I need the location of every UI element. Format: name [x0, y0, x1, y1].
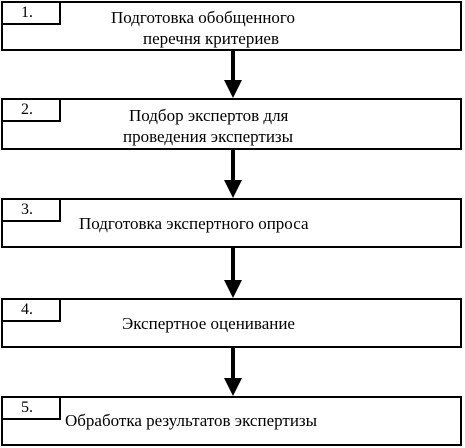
- step-2-line2: проведения экспертизы: [123, 127, 294, 146]
- step-2-line1: Подбор экспертов для: [129, 106, 289, 125]
- step-1-box: 1. Подготовка обобщенного перечня критер…: [1, 1, 462, 51]
- arrow-4-5: [224, 348, 242, 396]
- step-2-box: 2. Подбор экспертов для проведения экспе…: [1, 98, 462, 150]
- step-4-box: 4. Экспертное оценивание: [1, 298, 462, 348]
- step-5-box: 5. Обработка результатов экспертизы: [1, 396, 462, 446]
- step-3-line1: Подготовка экспертного опроса: [79, 214, 309, 233]
- step-3-number: 3.: [3, 200, 61, 222]
- step-2-text: Подбор экспертов для проведения эксперти…: [113, 105, 373, 147]
- step-2-number: 2.: [3, 100, 61, 122]
- arrow-1-2: [224, 51, 242, 98]
- arrow-3-4: [224, 248, 242, 298]
- step-1-line1: Подготовка обобщенного: [111, 8, 295, 27]
- step-1-line2: перечня критериев: [143, 29, 279, 48]
- step-3-box: 3. Подготовка экспертного опроса: [1, 198, 462, 248]
- step-5-number: 5.: [3, 398, 61, 420]
- step-5-line1: Обработка результатов экспертизы: [65, 411, 318, 430]
- step-4-line1: Экспертное оценивание: [122, 314, 295, 333]
- step-1-number: 1.: [3, 3, 61, 25]
- step-1-text: Подготовка обобщенного перечня критериев: [103, 7, 393, 49]
- step-4-number: 4.: [3, 300, 61, 322]
- arrow-2-3: [224, 150, 242, 198]
